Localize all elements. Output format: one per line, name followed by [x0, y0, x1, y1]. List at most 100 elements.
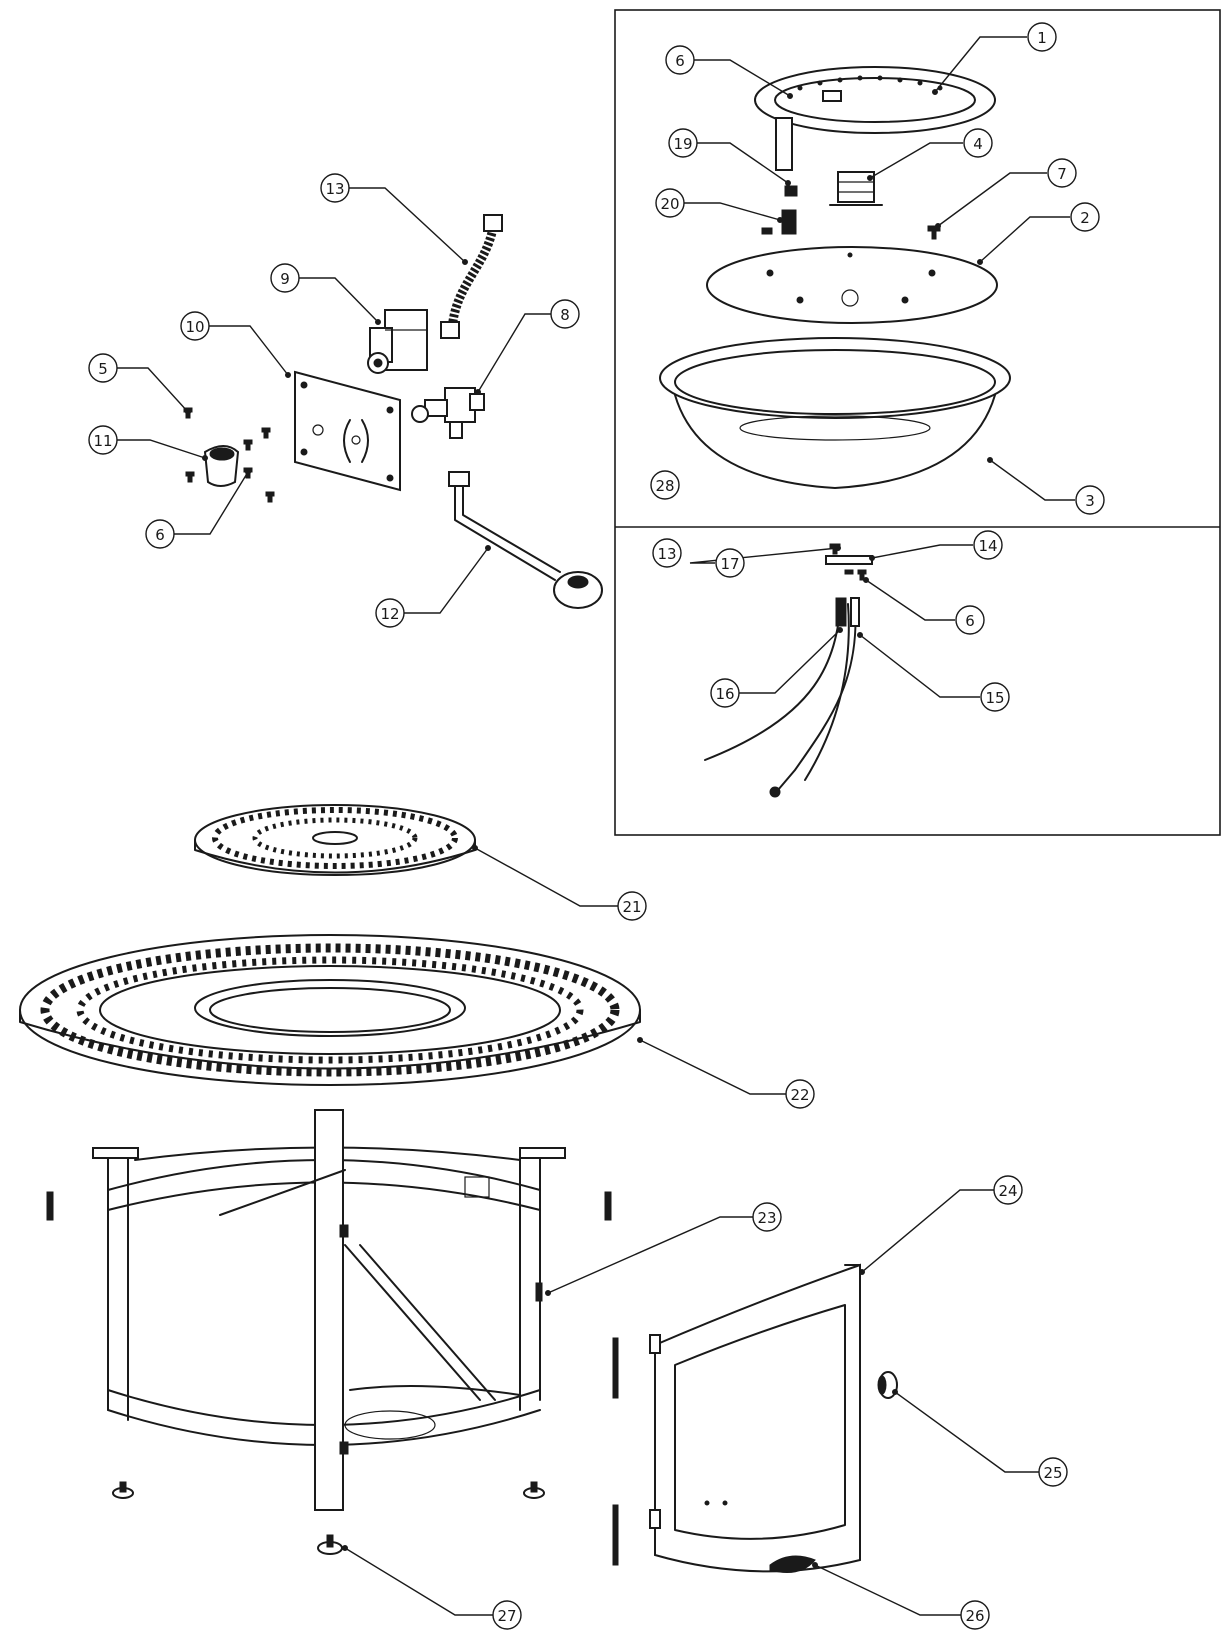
callout-circle	[88, 425, 118, 455]
callout-circle	[550, 299, 580, 329]
callout-number: 10	[185, 318, 204, 336]
callout-number: 13	[325, 180, 344, 198]
callout-circle	[980, 682, 1010, 712]
callout-circle	[1070, 202, 1100, 232]
leader-line	[739, 629, 841, 694]
leader-arrowhead	[867, 175, 873, 181]
leader-line	[871, 544, 973, 559]
leader-arrowhead	[857, 632, 863, 638]
callout-circle	[955, 605, 985, 635]
callout-number: 4	[973, 135, 983, 153]
valve-manifold	[411, 387, 485, 439]
leader-arrowhead	[869, 555, 875, 561]
leader-arrowhead	[475, 389, 481, 395]
callout-circle	[180, 311, 210, 341]
callout-number: 12	[380, 605, 399, 623]
callout-circle	[655, 188, 685, 218]
leveling-feet	[112, 1481, 545, 1555]
leader-line	[689, 547, 839, 564]
burner-inset-frame	[614, 9, 1221, 836]
leader-line	[474, 847, 618, 907]
callout-circle	[1038, 1457, 1068, 1487]
leader-line	[349, 187, 466, 263]
regulator-hose	[448, 471, 603, 609]
leader-arrowhead	[637, 1037, 643, 1043]
leader-line	[861, 1189, 994, 1273]
callout-number: 17	[720, 555, 739, 573]
leader-arrowhead	[777, 217, 783, 223]
leader-arrowhead	[787, 93, 793, 99]
leader-line	[117, 439, 206, 459]
leader-line	[299, 277, 379, 323]
callout-number: 23	[757, 1209, 776, 1227]
leader-arrowhead	[977, 259, 983, 265]
flex-gas-line	[440, 214, 503, 339]
callout-number: 24	[998, 1182, 1017, 1200]
leader-arrowhead	[892, 1389, 898, 1395]
callout-circle	[710, 678, 740, 708]
callout-number: 27	[497, 1607, 516, 1625]
leader-line	[694, 59, 791, 97]
leader-arrowhead	[935, 223, 941, 229]
table-top	[19, 934, 641, 1086]
leader-line	[814, 1564, 961, 1616]
callout-number: 21	[622, 898, 641, 916]
leader-arrowhead	[987, 457, 993, 463]
callout-circle	[752, 1202, 782, 1232]
callout-circle	[145, 519, 175, 549]
leader-line	[865, 579, 955, 621]
door-latch	[769, 1555, 816, 1573]
callout-number: 13	[657, 545, 676, 563]
leader-arrowhead	[462, 259, 468, 265]
center-lid	[194, 804, 476, 876]
leader-line	[344, 1547, 493, 1616]
callout-number: 8	[560, 306, 570, 324]
leader-line	[684, 202, 781, 221]
leader-arrowhead	[545, 1290, 551, 1296]
leader-line	[117, 367, 189, 413]
callout-number: 3	[1085, 492, 1095, 510]
leader-arrowhead	[837, 627, 843, 633]
callout-circle	[785, 1079, 815, 1109]
leader-line	[894, 1391, 1039, 1473]
callout-circle	[652, 538, 682, 568]
leader-line	[989, 459, 1075, 501]
callout-number: 11	[93, 432, 112, 450]
leader-line	[937, 172, 1047, 227]
callout-number: 9	[280, 270, 290, 288]
leader-line	[209, 325, 289, 376]
leader-line	[934, 36, 1027, 93]
callout-circle	[665, 45, 695, 75]
leader-arrowhead	[375, 319, 381, 325]
callout-circle	[668, 128, 698, 158]
callout-number: 26	[965, 1607, 984, 1625]
burner-pan	[659, 337, 1011, 489]
callout-number: 7	[1057, 165, 1067, 183]
callout-circle	[963, 128, 993, 158]
callout-circle	[1047, 158, 1077, 188]
leader-arrowhead	[835, 545, 841, 551]
callout-circle	[960, 1600, 990, 1630]
callout-circle	[1075, 485, 1105, 515]
callout-number: 6	[965, 612, 975, 630]
leader-arrowhead	[285, 372, 291, 378]
callout-circle	[1027, 22, 1057, 52]
access-door	[612, 1263, 861, 1573]
callout-number: 15	[985, 689, 1004, 707]
callout-circle	[88, 353, 118, 383]
burner-ring	[754, 66, 996, 171]
callout-number: 22	[790, 1086, 809, 1104]
door-knob	[877, 1371, 898, 1399]
callout-number: 6	[675, 52, 685, 70]
callout-circle	[375, 598, 405, 628]
leader-arrowhead	[859, 1269, 865, 1275]
control-knob	[203, 445, 240, 487]
callout-number: 16	[715, 685, 734, 703]
leader-arrowhead	[472, 845, 478, 851]
thermocouple-assembly	[704, 543, 873, 798]
table-base-frame	[92, 1109, 566, 1511]
leader-arrowhead	[342, 1545, 348, 1551]
callout-circle	[492, 1600, 522, 1630]
leader-arrowhead	[485, 545, 491, 551]
